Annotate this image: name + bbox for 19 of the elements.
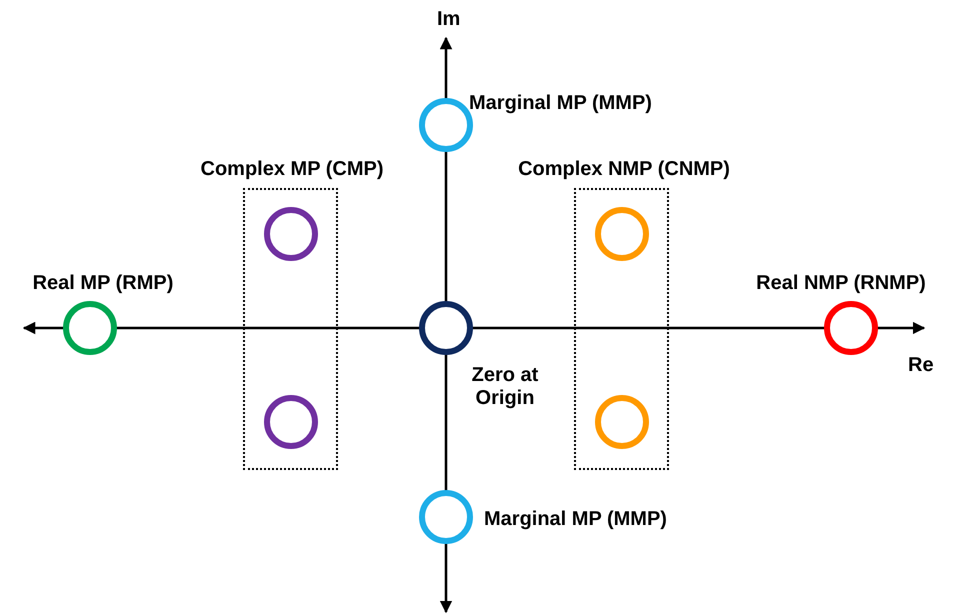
marginal-zero-circle bbox=[419, 490, 473, 544]
zero-label: Zero at Origin bbox=[470, 364, 540, 410]
complex-zero-circle bbox=[595, 395, 649, 449]
real-zero-circle bbox=[63, 301, 117, 355]
axis-label: Re bbox=[908, 354, 934, 377]
zero-label: Marginal MP (MMP) bbox=[484, 508, 667, 531]
dotted-group-box bbox=[574, 188, 669, 470]
group-label: Complex NMP (CNMP) bbox=[518, 158, 730, 181]
real-zero-circle bbox=[824, 301, 878, 355]
dotted-group-box bbox=[243, 188, 338, 470]
complex-zero-circle bbox=[264, 207, 318, 261]
complex-zero-circle bbox=[595, 207, 649, 261]
complex-zero-circle bbox=[264, 395, 318, 449]
zero-label: Real NMP (RNMP) bbox=[756, 272, 926, 295]
zero-label: Real MP (RMP) bbox=[32, 272, 174, 295]
zero-label: Marginal MP (MMP) bbox=[469, 92, 652, 115]
group-label: Complex MP (CMP) bbox=[200, 158, 384, 181]
axis-label: Im bbox=[437, 8, 460, 31]
origin-zero-circle bbox=[419, 301, 473, 355]
